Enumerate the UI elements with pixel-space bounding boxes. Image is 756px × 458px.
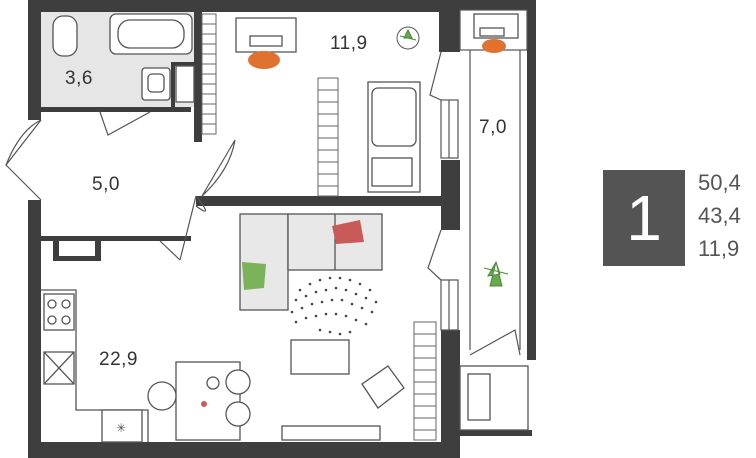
- doors: [5, 51, 521, 356]
- area-balcony: 7,0: [479, 117, 507, 138]
- area-kitchen-living: 22,9: [99, 349, 138, 370]
- radiators: [201, 13, 437, 441]
- balcony-plant: [483, 260, 509, 287]
- table-item: [201, 401, 207, 407]
- rug: [290, 276, 378, 336]
- red-cushion: [332, 220, 364, 244]
- area-bathroom: 3,6: [65, 68, 93, 89]
- kitchen: [41, 289, 149, 443]
- plant-leaves: [399, 28, 417, 41]
- bathroom-fixtures: [52, 13, 195, 103]
- living-area-total: 43,4: [698, 203, 741, 228]
- area-hallway: 5,0: [92, 174, 120, 195]
- bedroom-chair: [248, 51, 280, 69]
- living-furniture: [147, 339, 529, 441]
- balcony-chair: [482, 39, 506, 53]
- sofa: [239, 213, 383, 311]
- snowflake-icon: ✳: [116, 421, 126, 435]
- walls: [28, 0, 536, 458]
- green-cushion: [242, 262, 266, 290]
- rooms-count-badge: 1: [603, 170, 685, 266]
- total-area: 50,4: [698, 170, 741, 195]
- area-bedroom: 11,9: [330, 33, 368, 54]
- bedroom-furniture: [235, 13, 519, 193]
- living-room-area: 11,9: [698, 236, 740, 261]
- windows: [440, 9, 528, 350]
